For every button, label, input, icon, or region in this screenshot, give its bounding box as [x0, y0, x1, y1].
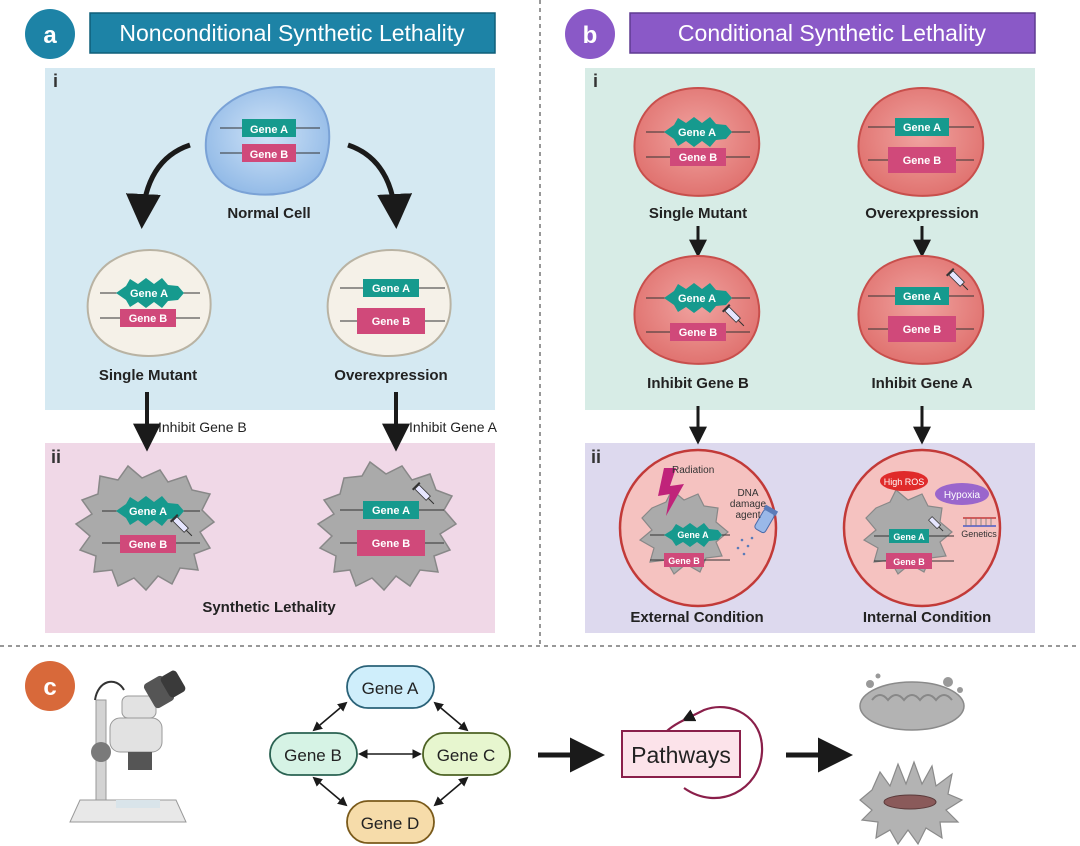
b-overexpression-gene-a: Gene A [903, 122, 941, 134]
dying-cell-2-gene-b: Gene B [372, 538, 411, 550]
single-mutant-label-b: Single Mutant [649, 205, 747, 222]
overexpression-label-a: Overexpression [334, 367, 447, 384]
panel-a-letter: a [43, 22, 57, 49]
vial-icon [754, 504, 779, 534]
overexpression-label-b: Overexpression [865, 205, 978, 222]
hypoxia-ellipse [935, 483, 989, 505]
inhibit-a-cell-gene-b: Gene B [903, 324, 942, 336]
dying-cell-2-gene-a: Gene A [372, 505, 410, 517]
panel-b-title-box [629, 12, 1036, 54]
ext-gene-b: Gene B [668, 556, 700, 566]
b-single-mutant-gene-b: Gene B [679, 152, 718, 164]
pathways-group: Pathways [621, 705, 764, 799]
syringe-icon [411, 481, 435, 505]
inhibit-gene-b-label-b: Inhibit Gene B [647, 375, 749, 392]
dna-agent-line3: agent [735, 510, 760, 521]
int-gene-b: Gene B [893, 557, 925, 567]
normal-cell-label: Normal Cell [227, 205, 310, 222]
syringe-icon [928, 516, 944, 532]
panel-b-letter: b [583, 22, 598, 49]
gene-d-node-label: Gene D [361, 814, 420, 833]
synthetic-lethality-label: Synthetic Lethality [202, 599, 336, 616]
arrow-to-single-mutant [125, 142, 191, 229]
internal-condition-label: Internal Condition [863, 609, 991, 626]
syringe-icon [945, 267, 969, 291]
gene-a-node-label: Gene A [362, 679, 419, 698]
panel-a-section-i-label: i [53, 71, 58, 91]
gene-network: Gene A Gene B Gene C Gene D [269, 665, 511, 844]
damaged-mitochondria-icon [859, 673, 965, 731]
panel-a-title: Nonconditional Synthetic Lethality [119, 20, 465, 46]
hypoxia-label: Hypoxia [944, 490, 981, 501]
dna-agent-line1: DNA [737, 488, 758, 499]
panel-b: b Conditional Synthetic Lethality i ii G… [565, 9, 1036, 633]
dna-icon [963, 517, 996, 527]
single-mutant-cell-a: Gene A Gene B [86, 248, 212, 357]
panel-b-title: Conditional Synthetic Lethality [678, 20, 987, 46]
gene-c-node-label: Gene C [437, 746, 496, 765]
radiation-label: Radiation [672, 465, 714, 476]
gene-b-node-label: Gene B [284, 746, 342, 765]
dying-cell-1-gene-b: Gene B [129, 539, 168, 551]
pathways-box [621, 730, 741, 778]
normal-cell-gene-b: Gene B [250, 149, 289, 161]
single-mutant-gene-a: Gene A [130, 288, 168, 300]
single-mutant-label-a: Single Mutant [99, 367, 197, 384]
normal-cell: Gene A Gene B [204, 86, 331, 196]
pathways-loop [681, 705, 764, 799]
inhibit-b-cell-gene-b: Gene B [679, 327, 718, 339]
dying-cell-1-gene-a: Gene A [129, 506, 167, 518]
overexpression-gene-b: Gene B [372, 316, 411, 328]
microscope-icon [69, 670, 187, 823]
single-mutant-cell-b: Gene A Gene B [633, 86, 761, 197]
inhibit-gene-a-label-b: Inhibit Gene A [871, 375, 972, 392]
overexpression-cell-b: Gene A Gene B [857, 86, 985, 197]
overexpression-gene-a: Gene A [372, 283, 410, 295]
inhibit-gene-b-label-a: Inhibit Gene B [158, 419, 247, 435]
panel-c-letter: c [43, 674, 56, 701]
gene-c-node [422, 732, 511, 776]
gene-a-node [346, 665, 435, 709]
panel-c: c Gene A Gene B Gene C Gene D [25, 661, 965, 846]
syringe-icon [721, 303, 745, 327]
panel-a: a Nonconditional Synthetic Lethality i i… [25, 9, 498, 633]
inhibit-b-cell: Gene A Gene B [633, 254, 761, 365]
dying-cell-overexpression: Gene A Gene B [316, 460, 458, 592]
ext-gene-a: Gene A [677, 530, 709, 540]
int-gene-a: Gene A [893, 532, 925, 542]
b-single-mutant-gene-a: Gene A [678, 127, 716, 139]
gene-b-node [269, 732, 358, 776]
external-condition-label: External Condition [630, 609, 763, 626]
inhibit-gene-a-label-a: Inhibit Gene A [409, 419, 498, 435]
inhibit-a-cell: Gene A Gene B [857, 254, 985, 365]
b-overexpression-gene-b: Gene B [903, 155, 942, 167]
inhibit-a-cell-gene-a: Gene A [903, 291, 941, 303]
external-condition-circle: Gene A Gene B [618, 448, 779, 608]
high-ros-ellipse [880, 471, 928, 491]
inhibit-b-cell-gene-a: Gene A [678, 293, 716, 305]
apoptotic-cell-icon [859, 760, 964, 846]
high-ros-label: High ROS [884, 477, 925, 487]
lightning-icon [658, 468, 684, 516]
panel-a-title-box [89, 12, 496, 54]
panel-a-section-ii-label: ii [51, 447, 61, 467]
panel-b-badge [565, 9, 615, 59]
normal-cell-gene-a: Gene A [250, 124, 288, 136]
overexpression-cell-a: Gene A Gene B [326, 248, 452, 357]
internal-condition-circle: Gene A Gene B [842, 448, 1002, 608]
syringe-icon [169, 513, 193, 537]
dying-cell-single-mutant: Gene A Gene B [74, 464, 216, 592]
panel-c-badge [25, 661, 75, 711]
genetics-label: Genetics [961, 529, 997, 539]
single-mutant-gene-b: Gene B [129, 313, 168, 325]
pathways-label: Pathways [631, 742, 731, 768]
panel-a-badge [25, 9, 75, 59]
panel-b-section-ii-label: ii [591, 447, 601, 467]
panel-b-section-i-label: i [593, 71, 598, 91]
gene-d-node [346, 800, 435, 844]
dna-agent-line2: damage [730, 499, 767, 510]
arrow-to-overexpression [347, 142, 413, 229]
